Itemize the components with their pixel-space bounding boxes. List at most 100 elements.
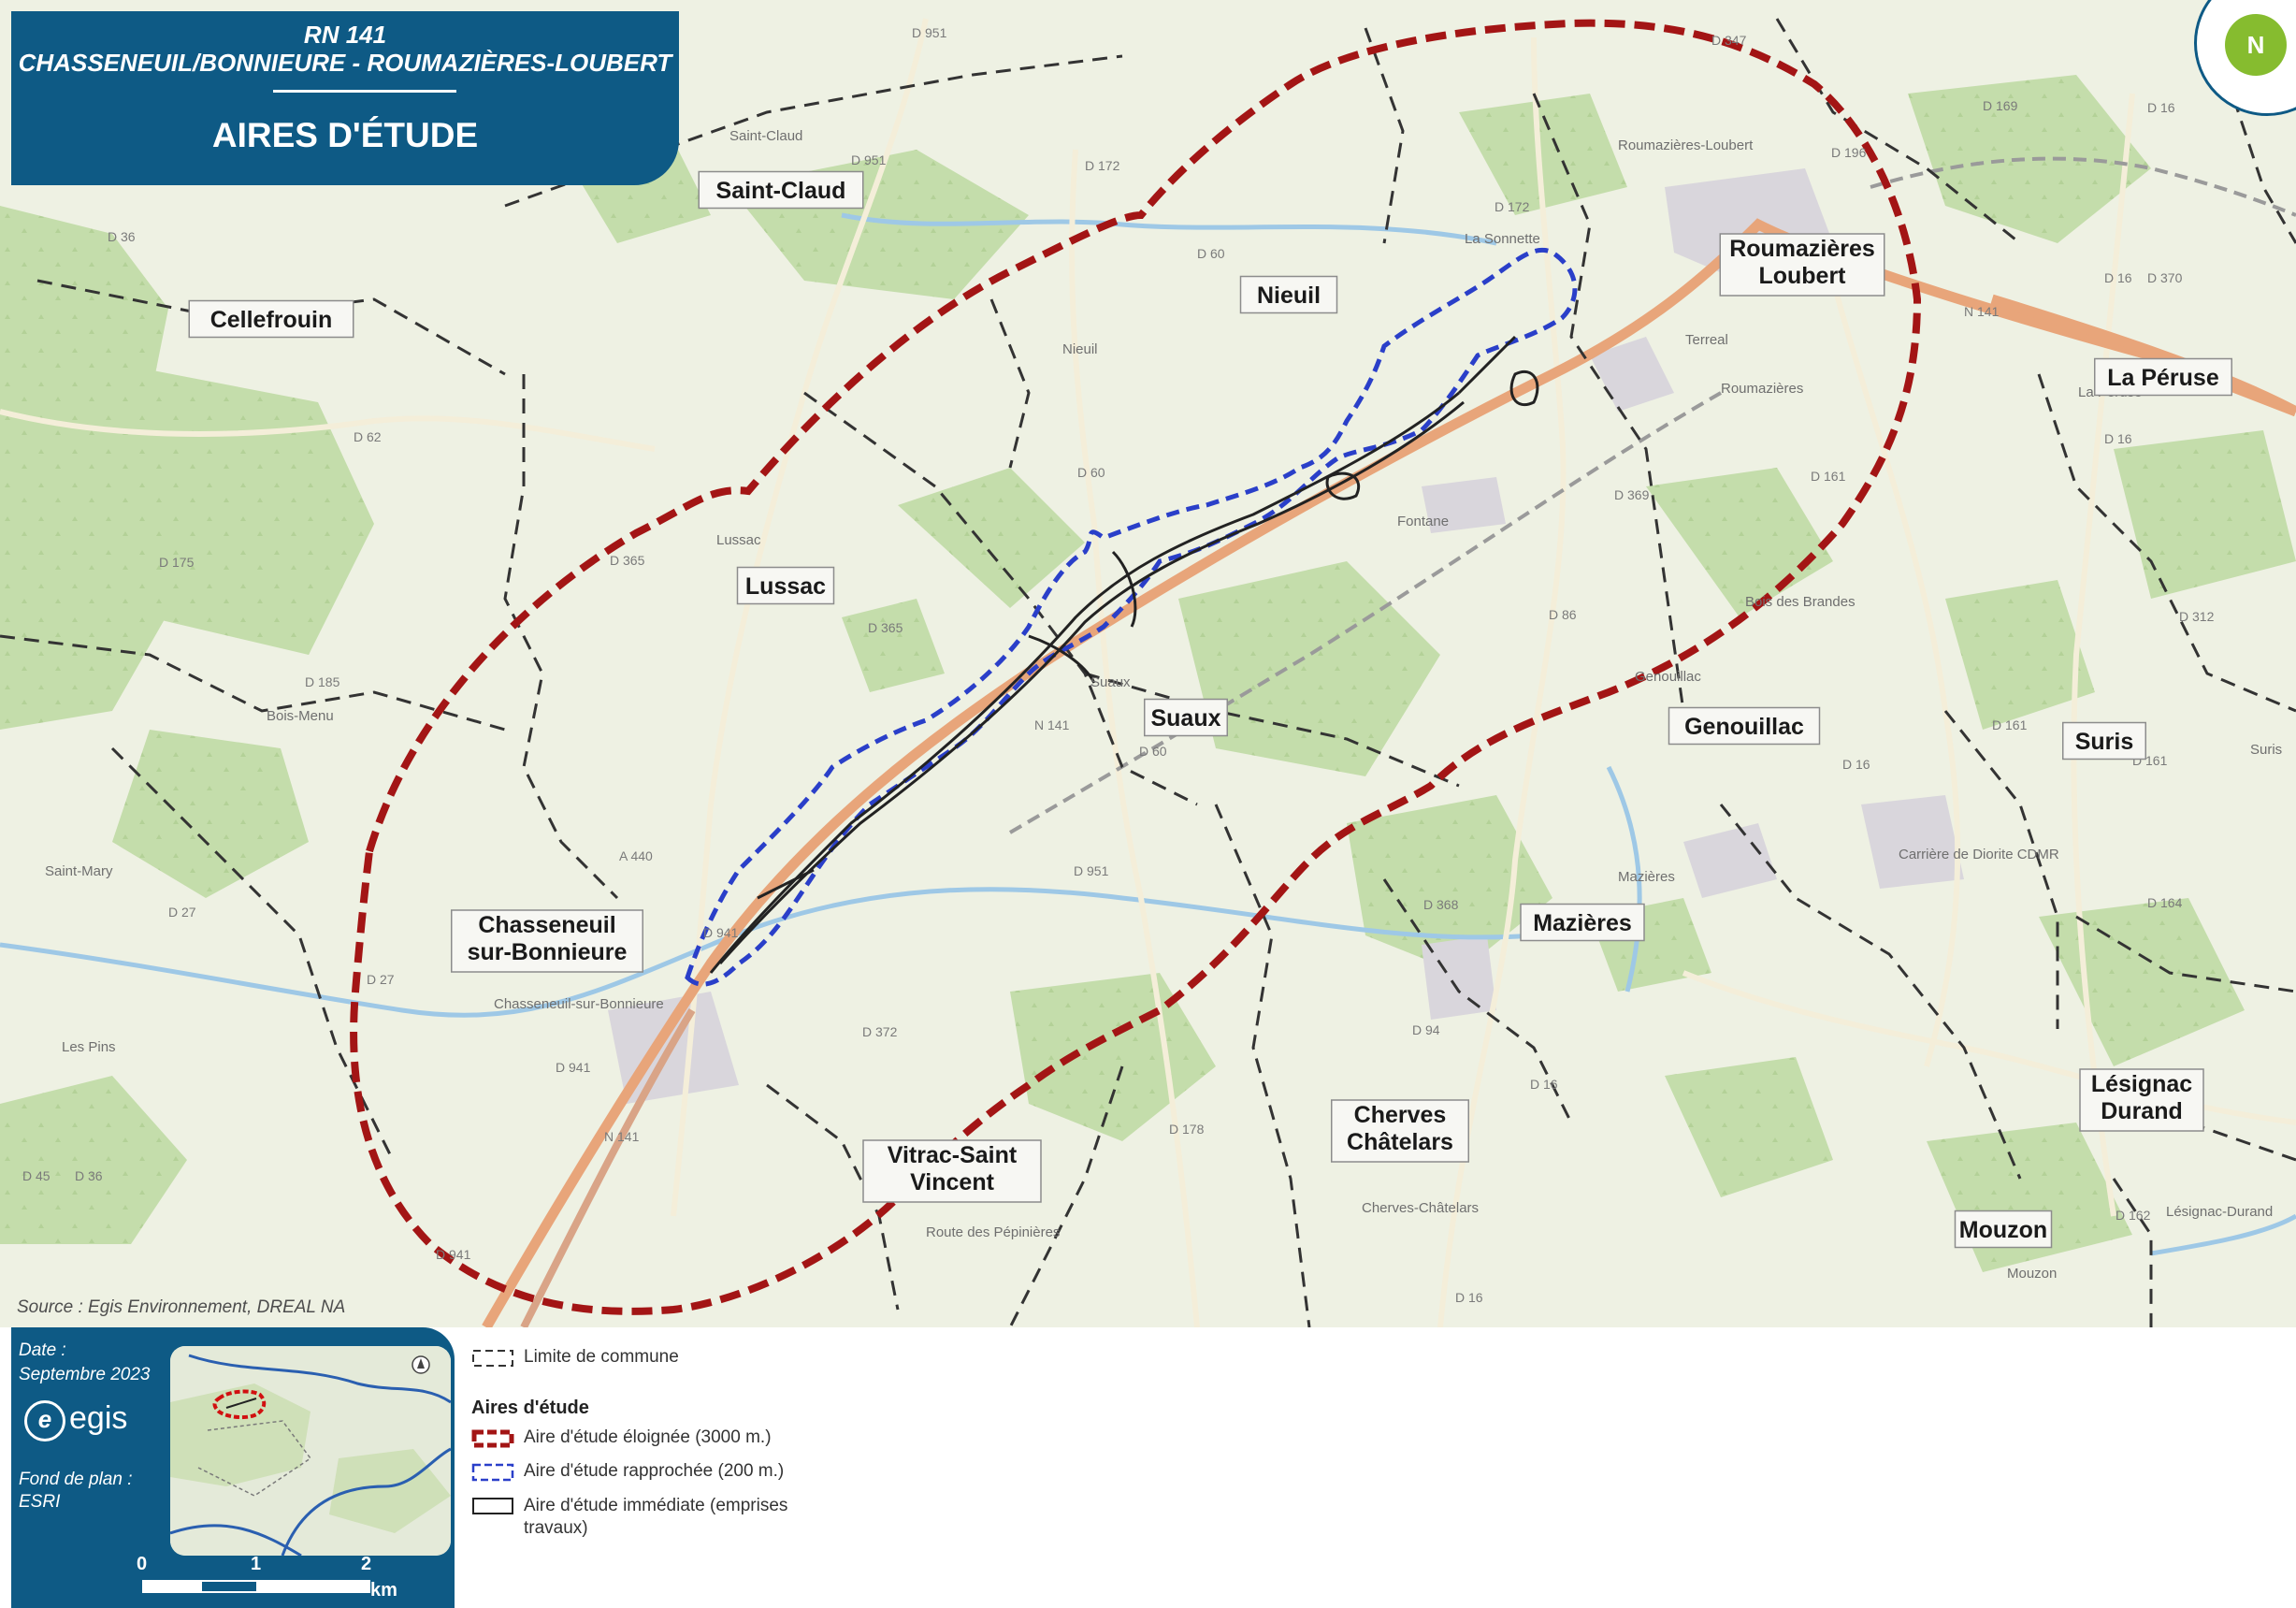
commune-label-text: Suris bbox=[2075, 729, 2134, 755]
commune-label-box bbox=[188, 299, 354, 339]
scale-tick-2: 2 bbox=[361, 1554, 372, 1574]
road-label: D 162 bbox=[2115, 1208, 2151, 1223]
commune-boundary-layer bbox=[0, 18, 2296, 1327]
legend-label: Aire d'étude rapprochée (200 m.) bbox=[524, 1461, 785, 1481]
immediate-area-symbol-icon bbox=[472, 1498, 513, 1514]
road-label: D 36 bbox=[108, 229, 136, 244]
road-label: D 185 bbox=[305, 674, 340, 689]
scale-tick-1: 1 bbox=[251, 1554, 262, 1574]
scale-segment bbox=[142, 1580, 202, 1593]
commune-label: Saint-Claud bbox=[698, 170, 864, 210]
commune-label-text: Vincent bbox=[910, 1169, 995, 1195]
road-label: D 368 bbox=[1423, 897, 1459, 912]
road-label: D 941 bbox=[556, 1060, 591, 1075]
north-arrow-disc: N bbox=[2225, 14, 2287, 76]
basemap-label: Fond de plan : bbox=[19, 1470, 133, 1489]
road-label: D 94 bbox=[1412, 1022, 1440, 1037]
immediate-study-area bbox=[709, 335, 1539, 974]
scale-unit: km bbox=[370, 1580, 397, 1601]
commune-label-box bbox=[1668, 706, 1821, 746]
place-label: Suaux bbox=[1090, 674, 1131, 690]
commune-label-text: Chasseneuil bbox=[478, 912, 615, 938]
commune-label-text: Châtelars bbox=[1347, 1129, 1453, 1155]
road-label: D 60 bbox=[1139, 744, 1167, 759]
commune-label-box bbox=[1520, 903, 1645, 942]
place-label: Suris bbox=[2250, 742, 2282, 758]
place-label: Lussac bbox=[716, 532, 761, 548]
place-label: Chasseneuil-sur-Bonnieure bbox=[494, 996, 664, 1012]
source-credit: Source : Egis Environnement, DREAL NA bbox=[17, 1297, 346, 1317]
place-label: Fontane bbox=[1397, 514, 1449, 529]
commune-label-text: Loubert bbox=[1758, 263, 1846, 289]
legend: Limite de commune Aires d'étude Aire d'é… bbox=[468, 1338, 1029, 1600]
road-label: D 951 bbox=[851, 152, 887, 167]
commune-label-box bbox=[736, 566, 835, 605]
road-label: D 172 bbox=[1085, 158, 1120, 173]
map-canvas[interactable]: D 951 D 951 D 347 D 172 D 172 D 60 D 196… bbox=[0, 0, 2296, 1327]
commune-label: Mouzon bbox=[1954, 1210, 2053, 1249]
road-label: D 27 bbox=[367, 972, 395, 987]
commune-label-text: Lussac bbox=[745, 573, 826, 600]
commune-label-box bbox=[1331, 1099, 1469, 1163]
commune-label-text: Mazières bbox=[1533, 910, 1632, 936]
commune-label-box bbox=[1719, 233, 1885, 297]
date-value: Septembre 2023 bbox=[19, 1365, 151, 1384]
road-label: D 172 bbox=[1495, 199, 1530, 214]
commune-label-text: Cellefrouin bbox=[210, 307, 333, 333]
commune-label-text: Nieuil bbox=[1257, 282, 1321, 309]
place-label: Mazières bbox=[1618, 869, 1675, 885]
place-label: Mouzon bbox=[2007, 1266, 2057, 1282]
place-label: Genouillac bbox=[1635, 669, 1701, 685]
place-label: Lésignac-Durand bbox=[2166, 1204, 2273, 1220]
place-label: Les Pins bbox=[62, 1039, 116, 1055]
commune-label: Genouillac bbox=[1668, 706, 1821, 746]
place-label: Saint-Claud bbox=[729, 128, 802, 144]
road-label: N 141 bbox=[604, 1129, 640, 1144]
commune-label-text: sur-Bonnieure bbox=[468, 939, 628, 965]
legend-label: Aire d'étude immédiate (emprises travaux… bbox=[524, 1496, 788, 1538]
legend-label: Aire d'étude éloignée (3000 m.) bbox=[524, 1427, 772, 1447]
road-number-labels: D 951 D 951 D 347 D 172 D 172 D 60 D 196… bbox=[22, 25, 2215, 1305]
section-name: CHASSENEUIL/BONNIEURE - ROUMAZIÈRES-LOUB… bbox=[18, 49, 672, 77]
road-label: D 372 bbox=[862, 1024, 898, 1039]
commune-label-text: Durand bbox=[2101, 1098, 2183, 1124]
road-label: D 164 bbox=[2147, 895, 2183, 910]
commune-label-text: Saint-Claud bbox=[716, 178, 846, 204]
title-block: RN 141 CHASSENEUIL/BONNIEURE - ROUMAZIÈR… bbox=[11, 11, 679, 185]
road-label: N 141 bbox=[1034, 717, 1070, 732]
title-separator bbox=[273, 90, 456, 93]
commune-name-labels: Saint-ClaudNieuilRoumazièresLoubertCelle… bbox=[188, 170, 2232, 1249]
commune-label: Mazières bbox=[1520, 903, 1645, 942]
commune-limit-symbol-icon bbox=[472, 1350, 513, 1367]
road-label: D 365 bbox=[610, 553, 645, 568]
commune-label-text: Cherves bbox=[1354, 1102, 1447, 1128]
egis-logo-text: egis bbox=[69, 1400, 128, 1436]
place-label: Terreal bbox=[1685, 332, 1728, 348]
road-label: D 951 bbox=[912, 25, 947, 40]
road-label: D 370 bbox=[2147, 270, 2183, 285]
commune-label-text: Mouzon bbox=[1959, 1217, 2047, 1243]
commune-label-text: Roumazières bbox=[1729, 236, 1875, 262]
road-label: D 161 bbox=[1811, 469, 1846, 484]
commune-label: La Péruse bbox=[2094, 357, 2232, 397]
place-label: Bois des Brandes bbox=[1745, 594, 1856, 610]
legend-label: Limite de commune bbox=[524, 1347, 679, 1367]
commune-label-box bbox=[698, 170, 864, 210]
road-label: D 62 bbox=[354, 429, 382, 444]
place-label: Saint-Mary bbox=[45, 863, 113, 879]
scale-segment bbox=[256, 1580, 370, 1593]
place-label: Roumazières-Loubert bbox=[1618, 138, 1754, 153]
road-label: A 440 bbox=[619, 848, 653, 863]
commune-label: Suris bbox=[2062, 721, 2146, 761]
road-label: D 16 bbox=[1455, 1290, 1483, 1305]
road-label: D 16 bbox=[1530, 1077, 1558, 1092]
place-label: Roumazières bbox=[1721, 381, 1803, 397]
commune-label: Suaux bbox=[1144, 698, 1228, 737]
map-title: AIRES D'ÉTUDE bbox=[211, 116, 479, 154]
commune-label: Nieuil bbox=[1239, 275, 1338, 314]
scale-tick-0: 0 bbox=[137, 1554, 148, 1574]
